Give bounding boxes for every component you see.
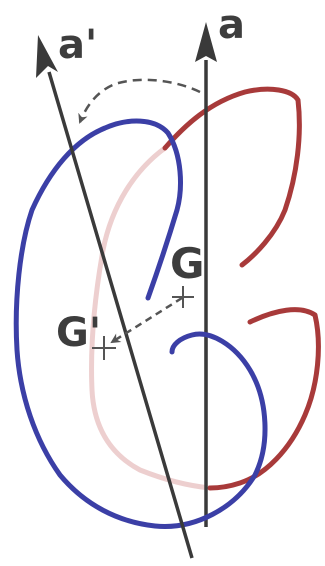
- axis-a-prime-label: a': [58, 22, 97, 68]
- centroid-g-marker: [172, 286, 194, 308]
- centroid-g-prime-label: G': [56, 310, 101, 356]
- original-shape-bottom: [210, 310, 318, 488]
- axis-a-label: a: [218, 2, 245, 48]
- axis-a-arrowhead: [195, 22, 217, 62]
- axis-a-prime-arrowhead: [36, 35, 58, 78]
- centroid-g-label: G: [170, 239, 204, 288]
- rotation-arrow: [80, 80, 200, 122]
